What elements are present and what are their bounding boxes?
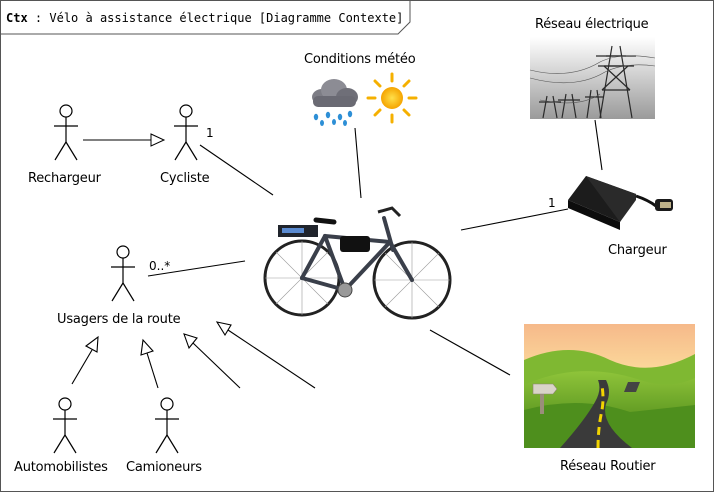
- generalization-arrows-usagers[interactable]: [71, 321, 316, 389]
- actor-automobilistes-label: Automobilistes: [14, 460, 108, 475]
- actor-usagers-label: Usagers de la route: [57, 312, 181, 327]
- rain-cloud-icon: [312, 79, 358, 126]
- charger-image: [568, 176, 673, 230]
- multiplicity-chargeur: 1: [548, 196, 556, 210]
- diagram-title-separator: :: [27, 11, 50, 25]
- diagram-keyword: Ctx: [6, 11, 28, 25]
- multiplicity-cycliste: 1: [206, 126, 214, 140]
- reseau-routier-label: Réseau Routier: [560, 459, 656, 474]
- diagram-title-label: Vélo à assistance électrique [Diagramme …: [49, 11, 404, 25]
- actor-automobilistes-icon[interactable]: [53, 397, 77, 454]
- actor-usagers-icon[interactable]: [111, 245, 135, 302]
- generalization-rechargeur-cycliste[interactable]: [83, 133, 166, 147]
- reseau-electrique-label: Réseau électrique: [535, 17, 649, 32]
- actor-rechargeur-label: Rechargeur: [28, 171, 101, 186]
- actor-rechargeur-icon[interactable]: [54, 104, 78, 161]
- diagram-title: Ctx : Vélo à assistance électrique [Diag…: [6, 11, 403, 25]
- sun-icon: [366, 72, 418, 124]
- actor-cycliste-label: Cycliste: [160, 171, 210, 186]
- meteo-label: Conditions météo: [304, 52, 416, 67]
- power-grid-image: [529, 37, 656, 119]
- actor-camioneurs-label: Camioneurs: [126, 460, 202, 475]
- chargeur-label: Chargeur: [608, 243, 667, 258]
- multiplicity-usagers: 0..*: [149, 259, 171, 273]
- actor-camioneurs-icon[interactable]: [155, 397, 179, 454]
- actor-cycliste-icon[interactable]: [174, 104, 198, 161]
- frame-title-tab: [0, 0, 411, 35]
- electric-bicycle-image: [263, 206, 452, 320]
- association-lines[interactable]: [147, 119, 603, 376]
- road-landscape-image: [524, 324, 695, 449]
